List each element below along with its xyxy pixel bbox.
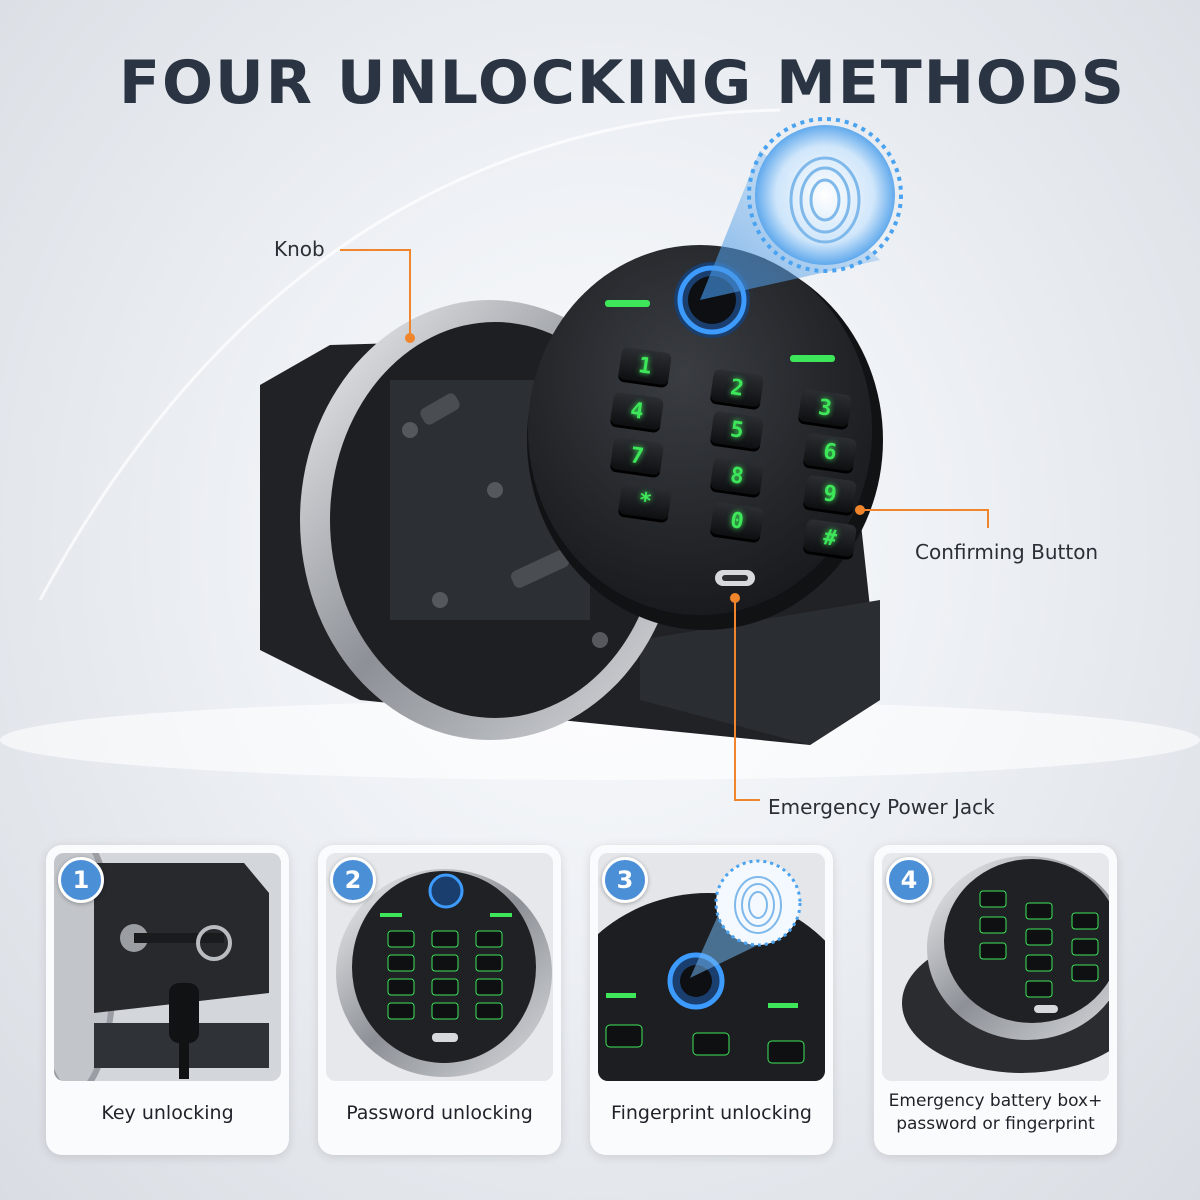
callout-knob: Knob [274,237,325,261]
method-label: Fingerprint unlocking [611,1101,812,1124]
keypad-key-star: * [618,481,672,521]
keypad-key-1: 1 [618,346,672,386]
method-card-fingerprint: 3 Fingerprint unlocking [590,845,833,1155]
method-label: Key unlocking [101,1101,234,1124]
method-number-badge: 1 [58,857,104,903]
method-card-emergency: 4 Emergency battery box+ password or fin… [874,845,1117,1155]
method-label: Emergency battery box+ password or finge… [888,1091,1103,1134]
keypad-key-0: 0 [710,501,764,541]
callout-confirming-button: Confirming Button [915,540,1099,564]
callout-emergency-power-jack: Emergency Power Jack [768,795,995,819]
method-card-key: 1 Key unlocking [46,845,289,1155]
method-number-badge: 4 [886,857,932,903]
method-number-badge: 2 [330,857,376,903]
page-title: FOUR UNLOCKING METHODS [119,48,1126,118]
method-label: Password unlocking [346,1101,533,1124]
keypad-key-8: 8 [710,456,764,496]
emergency-battery-photo [882,853,1109,1081]
method-card-password: 2 Password unlocking [318,845,561,1155]
keypad-key-hash: # [803,518,857,558]
keypad-key-3: 3 [798,388,852,428]
keypad-key-9: 9 [803,474,857,514]
keypad-key-2: 2 [710,368,764,408]
keypad-key-4: 4 [610,391,664,431]
password-keypad-photo [326,853,553,1081]
lock-illustration [260,117,989,801]
keypad-key-7: 7 [610,436,664,476]
method-number-badge: 3 [602,857,648,903]
keypad-key-5: 5 [710,410,764,450]
keypad-key-6: 6 [803,432,857,472]
